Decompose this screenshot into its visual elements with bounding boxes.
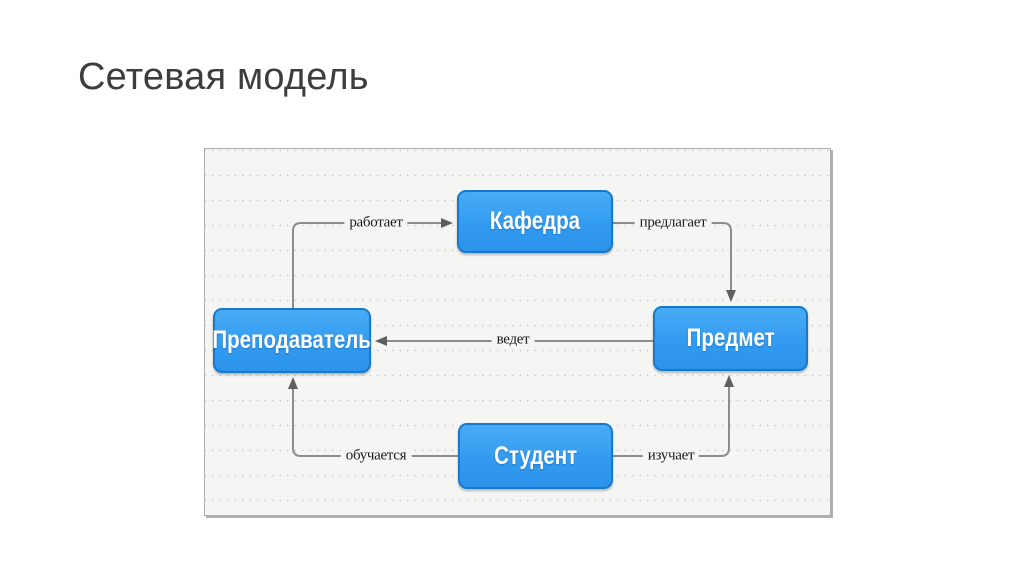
- node-predmet-label: Предмет: [686, 324, 775, 352]
- edge-label-predlagaet: предлагает: [634, 213, 712, 233]
- edge-label-vedet: ведет: [491, 330, 535, 350]
- node-kafedra-label: Кафедра: [489, 207, 581, 235]
- diagram-panel: Кафедра Преподаватель Предмет Студент ра…: [204, 148, 831, 516]
- node-predmet: Предмет: [653, 306, 808, 371]
- node-prepodavatel-label: Преподаватель: [212, 326, 372, 354]
- edge-label-rabotaet: работает: [344, 213, 408, 233]
- node-kafedra: Кафедра: [457, 190, 613, 253]
- edge-label-obuchaetsya: обучается: [340, 446, 412, 466]
- edge-label-izuchaet: изучает: [642, 446, 700, 466]
- edge-predlagaet-line: [613, 222, 736, 302]
- page-title: Сетевая модель: [78, 56, 369, 98]
- node-prepodavatel: Преподаватель: [213, 308, 371, 373]
- node-student: Студент: [458, 423, 613, 489]
- edge-rabotaet-line: [292, 218, 453, 308]
- edge-izuchaet-line: [613, 375, 734, 457]
- edge-obuchaetsya-line: [288, 377, 458, 457]
- node-student-label: Студент: [493, 441, 578, 470]
